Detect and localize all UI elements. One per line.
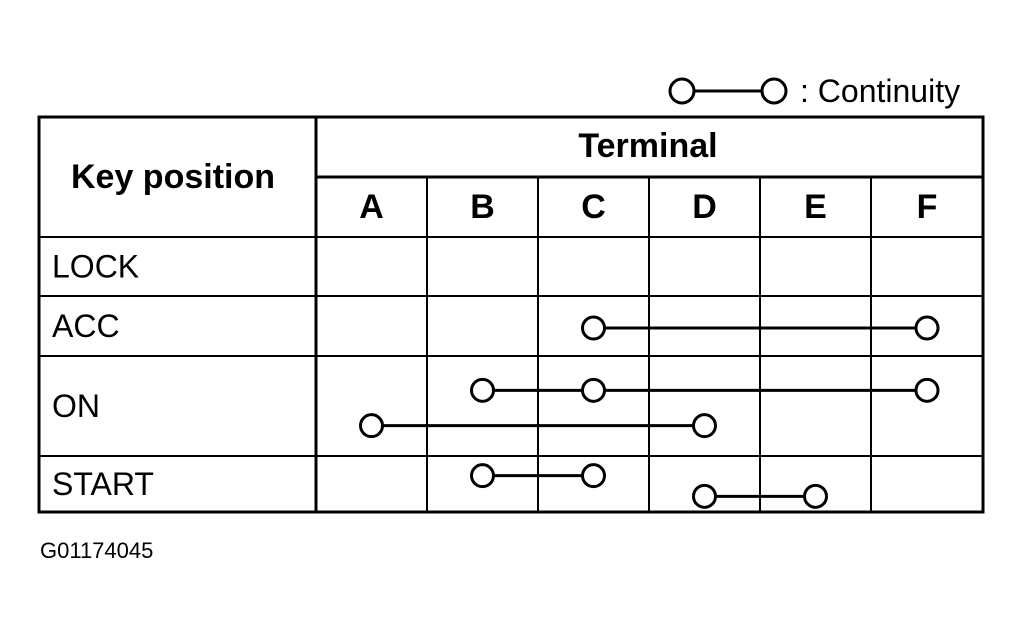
figure-code: G01174045 bbox=[40, 538, 153, 563]
terminal-node-c bbox=[581, 377, 606, 403]
row-label-acc: ACC bbox=[52, 308, 120, 344]
terminal-node-f bbox=[914, 315, 940, 341]
legend: : Continuity bbox=[668, 73, 960, 109]
row-label-start: START bbox=[52, 466, 154, 502]
terminal-label-b: B bbox=[470, 188, 495, 226]
terminal-label-e: E bbox=[804, 188, 827, 226]
terminal-label-c: C bbox=[581, 188, 606, 226]
terminal-label-d: D bbox=[692, 188, 717, 226]
terminal-label-a: A bbox=[359, 188, 384, 226]
row-label-lock: LOCK bbox=[52, 249, 139, 285]
terminal-label-f: F bbox=[917, 188, 938, 226]
terminal-node-c bbox=[581, 315, 606, 341]
row-label-on: ON bbox=[52, 388, 100, 424]
connection-start-de bbox=[692, 483, 828, 509]
terminal-node-b bbox=[470, 377, 495, 403]
terminal-node-e bbox=[803, 483, 828, 509]
table-border bbox=[37, 115, 985, 514]
continuity-connections bbox=[359, 315, 940, 509]
terminal-labels: A B C D E F bbox=[359, 188, 937, 226]
terminal-node-a bbox=[359, 413, 384, 439]
terminal-node-c bbox=[581, 463, 606, 489]
terminal-node-d bbox=[692, 483, 717, 509]
legend-label: : Continuity bbox=[800, 73, 960, 109]
connection-start-bc bbox=[470, 463, 606, 489]
connection-on-ad bbox=[359, 413, 717, 439]
legend-circle-left bbox=[668, 77, 696, 105]
legend-circle-right bbox=[760, 77, 788, 105]
key-position-header: Key position bbox=[71, 158, 275, 196]
connection-acc-cf bbox=[581, 315, 940, 341]
connection-on-bcf bbox=[470, 377, 940, 403]
terminal-node-b bbox=[470, 463, 495, 489]
table-grid bbox=[37, 115, 985, 514]
terminal-header: Terminal bbox=[578, 127, 717, 165]
terminal-node-d bbox=[692, 413, 717, 439]
terminal-node-f bbox=[914, 377, 940, 403]
row-labels: LOCK ACC ON START bbox=[52, 249, 154, 503]
